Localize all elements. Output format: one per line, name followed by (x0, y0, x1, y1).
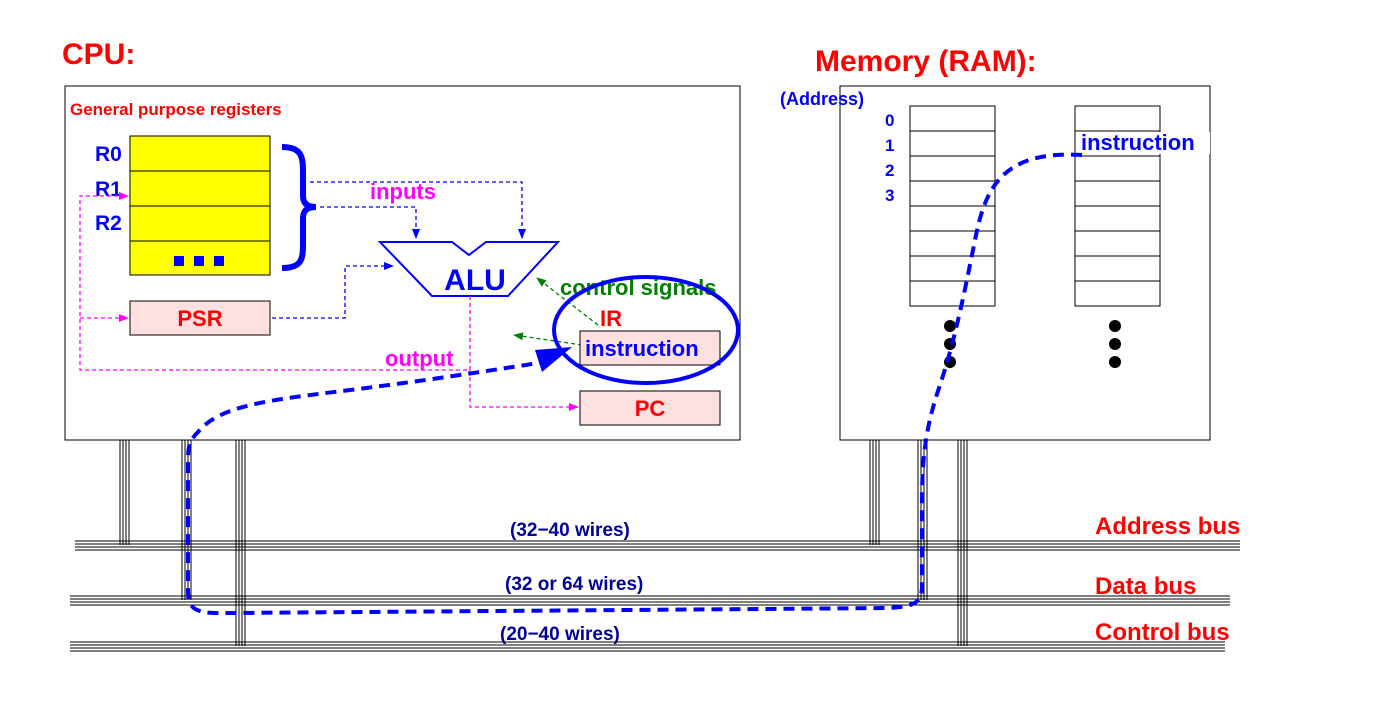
memory-cell (1074, 155, 1161, 182)
control-bus-label: Control bus (1095, 619, 1230, 646)
memory-cell (1074, 205, 1161, 232)
psr-label: PSR (177, 306, 222, 331)
ellipsis-dot (174, 256, 184, 266)
alu-label: ALU (444, 264, 506, 297)
memory-cell (909, 280, 996, 307)
memory-cell (909, 105, 996, 132)
output-to-registers-line (79, 192, 471, 371)
ir-highlight-ellipse (552, 275, 740, 385)
memory-cell (1074, 230, 1161, 257)
output-label: output (385, 346, 454, 371)
memory-ellipsis-right (1109, 320, 1121, 368)
memory-column-left (909, 105, 996, 307)
data-bus-label: Data bus (1095, 573, 1196, 600)
memory-cell (1074, 105, 1161, 132)
register-brace (281, 144, 317, 271)
pc-label: PC (635, 396, 666, 421)
instruction-fetch-path (186, 152, 1083, 616)
ir-label: IR (600, 306, 622, 331)
fetch-arrowhead (535, 347, 572, 372)
output-to-pc-line (469, 370, 579, 411)
control-bus-wires: (20−40 wires) (500, 624, 620, 645)
register-r1: R1 (95, 178, 122, 201)
address-bus-label: Address bus (1095, 513, 1240, 540)
memory-cell (1074, 180, 1161, 207)
input-line-b (310, 181, 526, 239)
register-r2: R2 (95, 212, 122, 235)
memory-cell (909, 255, 996, 282)
bus-wires (70, 440, 1240, 652)
input-line-a (320, 206, 420, 239)
memory-cell (909, 180, 996, 207)
memory-cell (1074, 280, 1161, 307)
psr-register (129, 300, 271, 336)
alu-shape (377, 241, 561, 297)
address-2: 2 (885, 161, 894, 180)
memory-ellipsis-left (944, 320, 956, 368)
cpu-title: CPU: (62, 38, 135, 71)
control-signal-arrow (513, 332, 583, 346)
memory-instruction: instruction (1081, 130, 1195, 155)
memory-title: Memory (RAM): (815, 45, 1037, 78)
memory-cell (1074, 255, 1161, 282)
memory-cell (909, 205, 996, 232)
ellipsis-dot (214, 256, 224, 266)
pc-register (579, 390, 721, 426)
ir-instruction: instruction (585, 336, 699, 361)
psr-to-alu-line (272, 262, 394, 319)
ellipsis-dot (194, 256, 204, 266)
address-label: (Address) (780, 89, 864, 109)
memory-cell (909, 130, 996, 157)
register-file (129, 135, 271, 276)
address-bus-wires: (32−40 wires) (510, 520, 630, 541)
ir-register (579, 330, 721, 366)
register-r0: R0 (95, 143, 122, 166)
inputs-label: inputs (370, 179, 436, 204)
address-0: 0 (885, 111, 894, 130)
memory-instruction-bg (1080, 132, 1210, 154)
memory-cell (909, 230, 996, 257)
address-3: 3 (885, 186, 894, 205)
gpr-label: General purpose registers (70, 100, 282, 119)
address-1: 1 (885, 136, 894, 155)
data-bus-wires: (32 or 64 wires) (505, 574, 643, 595)
memory-cell (909, 155, 996, 182)
